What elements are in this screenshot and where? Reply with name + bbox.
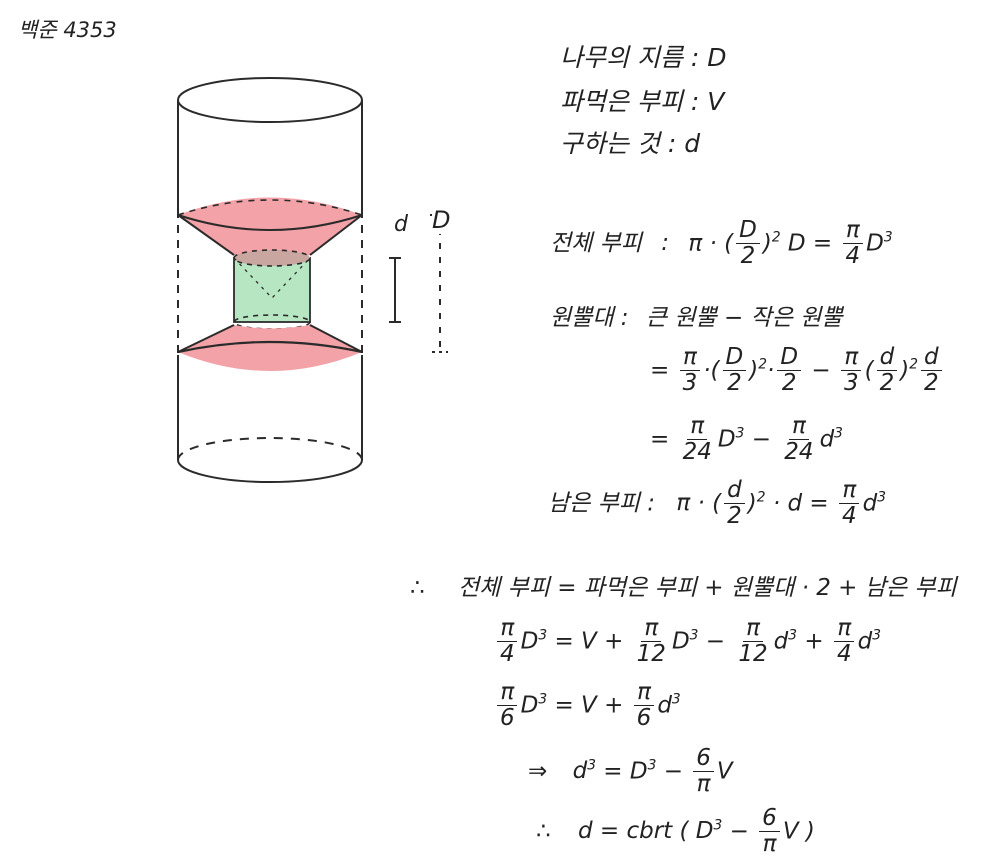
given-goal: 구하는 것 : d: [560, 129, 701, 158]
label-big-D: D: [432, 206, 451, 234]
frustum-label: 원뿔대 :: [550, 305, 629, 331]
therefore-sum-line: ∴ 전체 부피 = 파먹은 부피 + 원뿔대 · 2 + 남은 부피: [410, 575, 957, 601]
remaining-volume-label: 남은 부피 :: [548, 490, 656, 517]
bottom-ellipse-back: [177, 437, 363, 461]
given-diameter: 나무의 지름 : D: [560, 43, 727, 72]
cylinder-figure: [177, 77, 450, 483]
middle-cylinder: [233, 257, 311, 323]
total-volume-label: 전체 부피: [550, 230, 642, 257]
label-small-d: d: [394, 212, 408, 237]
given-eaten-volume: 파먹은 부피 : V: [560, 87, 725, 116]
bottom-ellipse-front: [177, 459, 363, 483]
frustum-line: 원뿔대 : 큰 원뿔 − 작은 원뿔: [550, 305, 843, 331]
problem-title: 백준 4353: [18, 18, 117, 42]
lower-cone: [178, 325, 362, 371]
top-ellipse: [177, 77, 363, 123]
